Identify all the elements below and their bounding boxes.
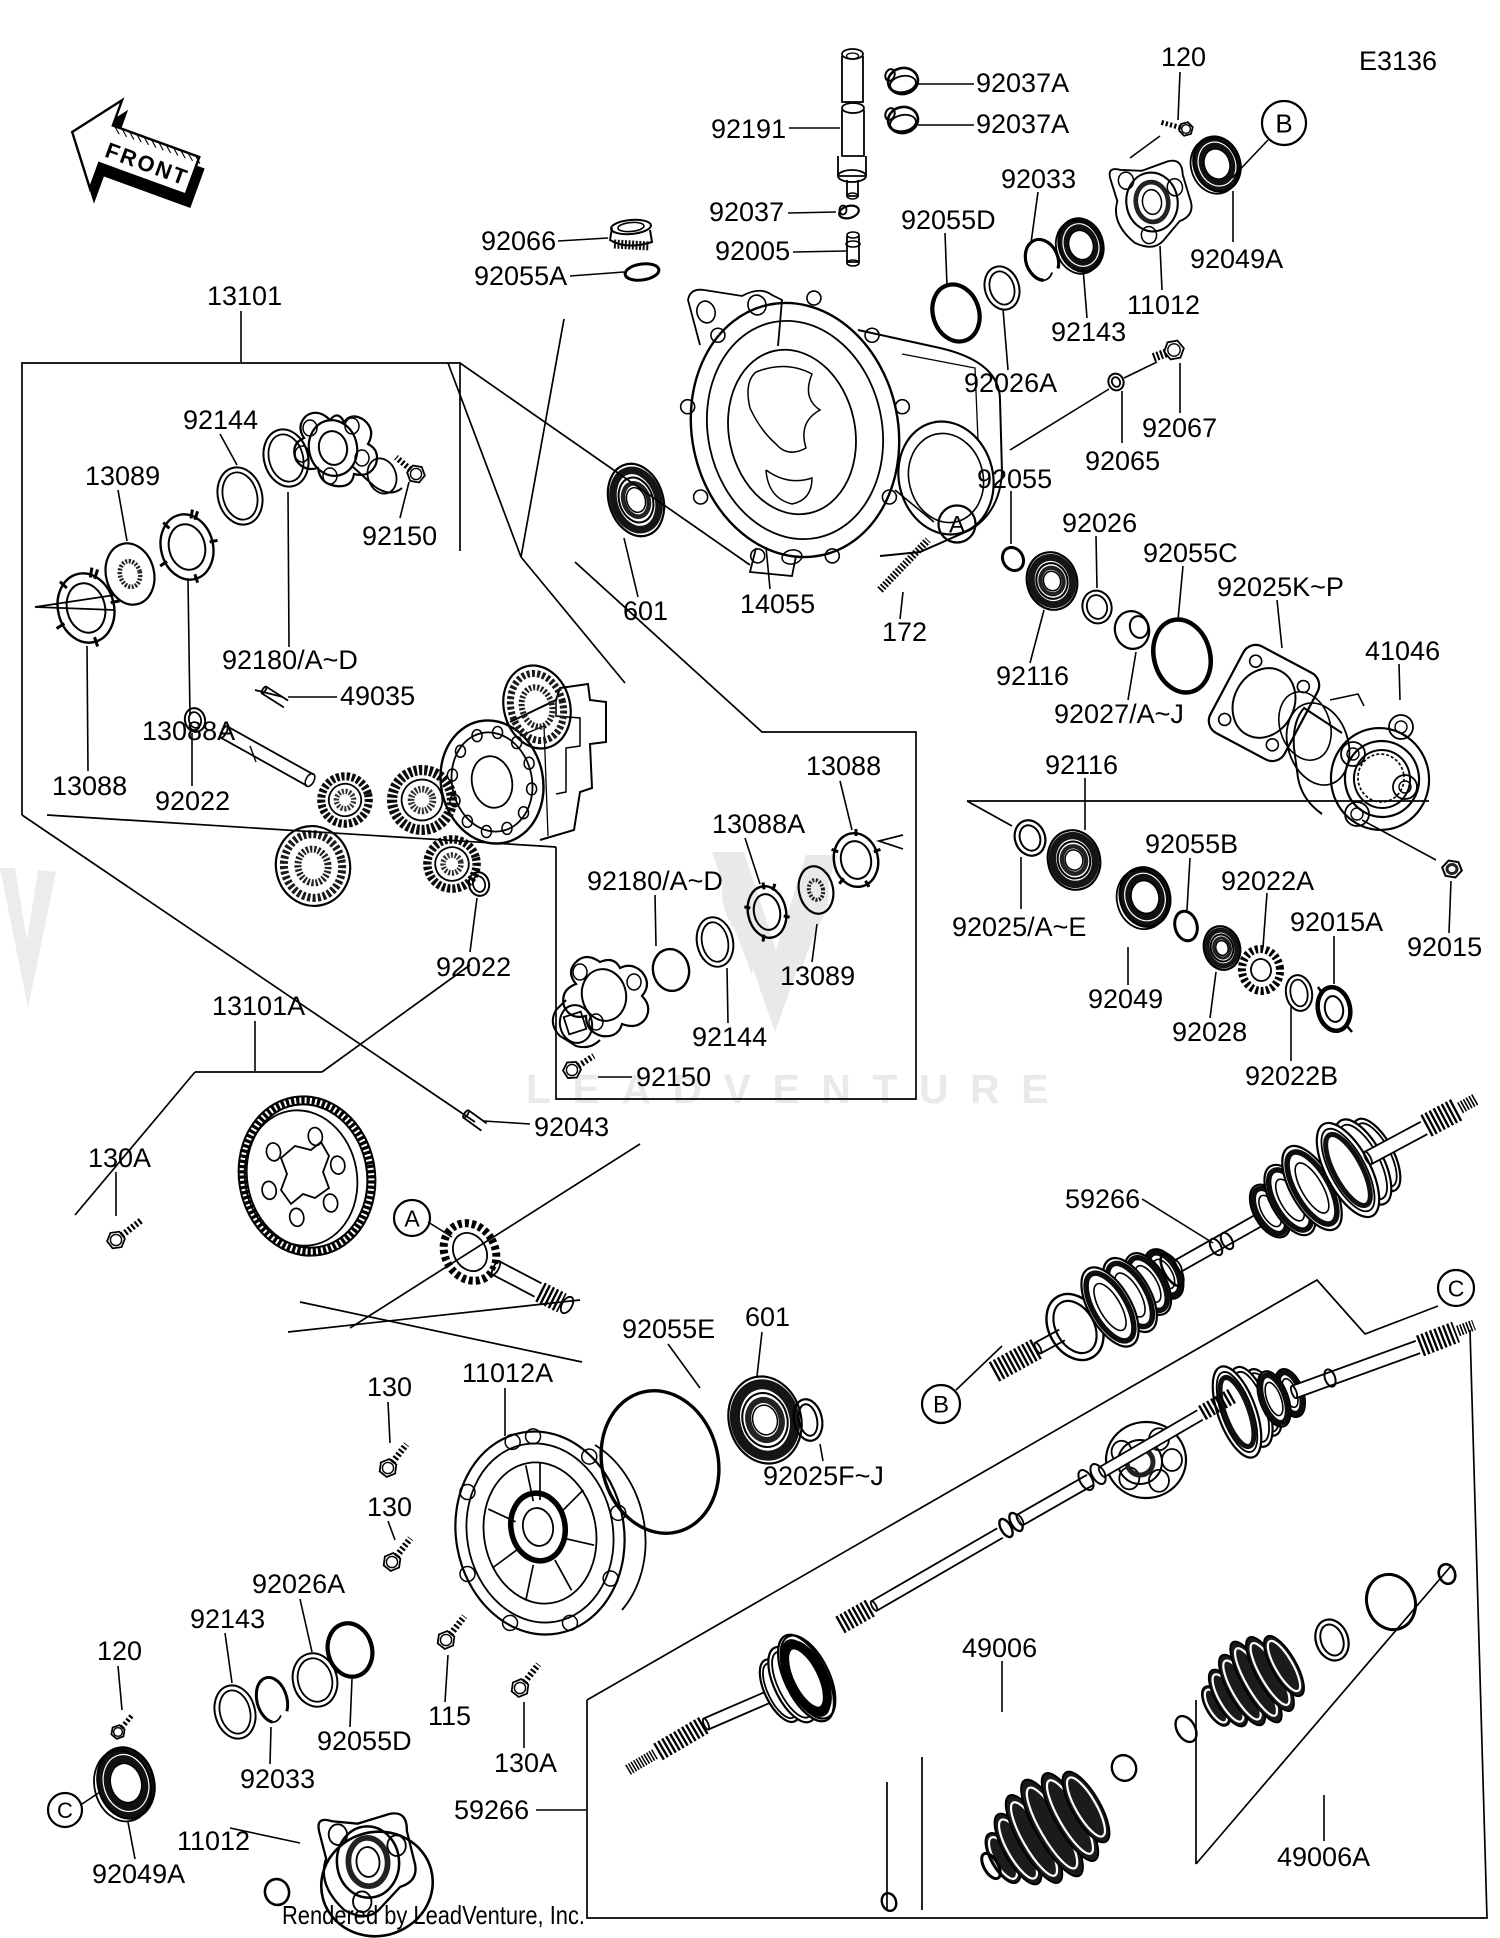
svg-text:92022: 92022	[155, 786, 230, 816]
svg-text:49006: 49006	[962, 1633, 1037, 1663]
svg-text:92055D: 92055D	[317, 1726, 412, 1756]
svg-text:92150: 92150	[636, 1062, 711, 1092]
svg-text:92037: 92037	[709, 197, 784, 227]
svg-text:13101: 13101	[207, 281, 282, 311]
svg-text:92055D: 92055D	[901, 205, 996, 235]
svg-text:13101A: 13101A	[212, 991, 305, 1021]
svg-text:130A: 130A	[88, 1143, 151, 1173]
svg-text:59266: 59266	[1065, 1184, 1140, 1214]
svg-text:92055B: 92055B	[1145, 829, 1238, 859]
svg-text:92055C: 92055C	[1143, 538, 1238, 568]
svg-text:92033: 92033	[1001, 164, 1076, 194]
svg-text:92143: 92143	[1051, 317, 1126, 347]
svg-text:120: 120	[1161, 42, 1206, 72]
svg-text:41046: 41046	[1365, 636, 1440, 666]
svg-text:130A: 130A	[494, 1748, 557, 1778]
svg-text:59266: 59266	[454, 1795, 529, 1825]
svg-text:601: 601	[623, 596, 668, 626]
svg-text:49035: 49035	[340, 681, 415, 711]
svg-text:B: B	[1275, 108, 1292, 138]
svg-text:92033: 92033	[240, 1764, 315, 1794]
svg-text:92191: 92191	[711, 114, 786, 144]
svg-text:172: 172	[882, 617, 927, 647]
svg-text:13089: 13089	[85, 461, 160, 491]
svg-text:C: C	[57, 1798, 73, 1823]
svg-text:92022A: 92022A	[1221, 866, 1314, 896]
svg-text:92116: 92116	[996, 661, 1069, 691]
svg-text:92143: 92143	[190, 1604, 265, 1634]
svg-text:92144: 92144	[692, 1022, 767, 1052]
svg-text:92144: 92144	[183, 405, 258, 435]
svg-text:A: A	[404, 1205, 420, 1231]
svg-text:92037A: 92037A	[976, 109, 1069, 139]
svg-text:92049: 92049	[1088, 984, 1163, 1014]
svg-text:92022: 92022	[436, 952, 511, 982]
svg-text:14055: 14055	[740, 589, 815, 619]
svg-text:130: 130	[367, 1492, 412, 1522]
svg-text:B: B	[933, 1392, 949, 1419]
svg-text:92026A: 92026A	[964, 368, 1057, 398]
svg-text:130: 130	[367, 1372, 412, 1402]
svg-text:92025/A~E: 92025/A~E	[952, 912, 1086, 942]
svg-text:92150: 92150	[362, 521, 437, 551]
svg-text:92043: 92043	[534, 1112, 609, 1142]
svg-text:92025F~J: 92025F~J	[763, 1461, 884, 1491]
svg-text:92067: 92067	[1142, 413, 1217, 443]
svg-text:92028: 92028	[1172, 1017, 1247, 1047]
svg-text:11012: 11012	[177, 1826, 250, 1856]
svg-text:92025K~P: 92025K~P	[1217, 572, 1344, 602]
svg-text:A: A	[949, 512, 965, 539]
svg-text:13088: 13088	[52, 771, 127, 801]
svg-text:49006A: 49006A	[1277, 1842, 1370, 1872]
svg-text:92180/A~D: 92180/A~D	[222, 645, 358, 675]
svg-text:92055E: 92055E	[622, 1314, 715, 1344]
svg-text:13088A: 13088A	[712, 809, 805, 839]
svg-text:11012A: 11012A	[462, 1358, 553, 1388]
svg-text:92066: 92066	[481, 226, 556, 256]
svg-text:92022B: 92022B	[1245, 1061, 1338, 1091]
svg-text:92055: 92055	[977, 464, 1052, 494]
svg-text:92116: 92116	[1045, 750, 1118, 780]
svg-text:C: C	[1448, 1275, 1465, 1301]
svg-text:Rendered by LeadVenture, Inc.: Rendered by LeadVenture, Inc.	[282, 1900, 585, 1930]
svg-text:92055A: 92055A	[474, 261, 567, 291]
svg-text:13088A: 13088A	[142, 716, 235, 746]
svg-text:13089: 13089	[780, 961, 855, 991]
svg-text:92180/A~D: 92180/A~D	[587, 866, 723, 896]
svg-text:92026A: 92026A	[252, 1569, 345, 1599]
svg-text:92065: 92065	[1085, 446, 1160, 476]
svg-text:92005: 92005	[715, 236, 790, 266]
svg-text:601: 601	[745, 1302, 790, 1332]
svg-text:LEADVENTURE: LEADVENTURE	[526, 1066, 1070, 1112]
svg-text:13088: 13088	[806, 751, 881, 781]
svg-text:120: 120	[97, 1636, 142, 1666]
svg-text:92037A: 92037A	[976, 68, 1069, 98]
svg-text:92049A: 92049A	[1190, 244, 1283, 274]
svg-text:92049A: 92049A	[92, 1859, 185, 1889]
svg-text:E3136: E3136	[1359, 46, 1437, 76]
svg-text:92015A: 92015A	[1290, 907, 1383, 937]
svg-text:92027/A~J: 92027/A~J	[1054, 699, 1184, 729]
svg-text:11012: 11012	[1127, 290, 1200, 320]
svg-text:92015: 92015	[1407, 932, 1482, 962]
svg-text:92026: 92026	[1062, 508, 1137, 538]
svg-text:115: 115	[428, 1701, 471, 1731]
